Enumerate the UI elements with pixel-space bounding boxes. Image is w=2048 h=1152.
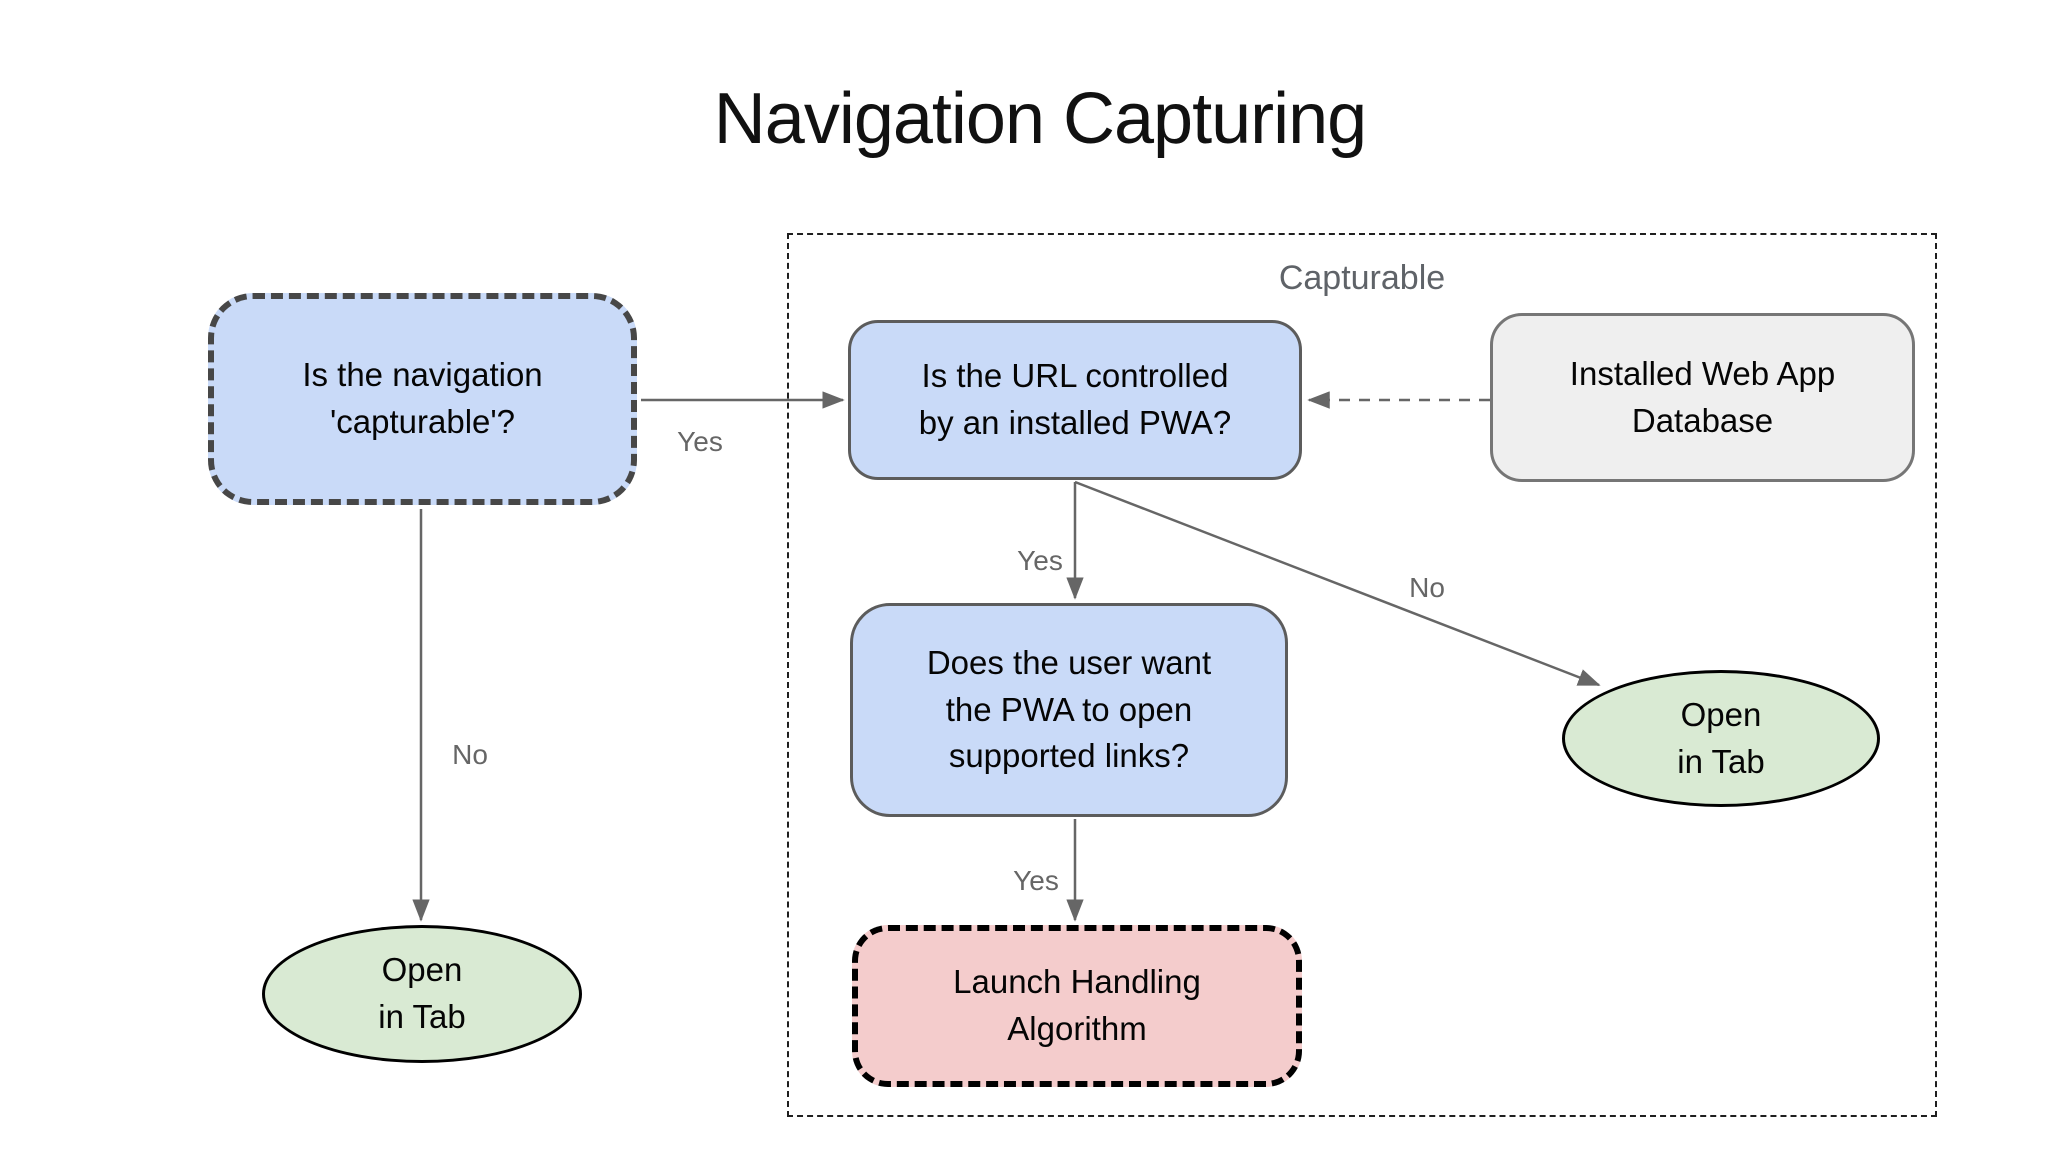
terminal-open-in-tab-right: Open in Tab	[1562, 670, 1880, 807]
node-is-navigation-capturable: Is the navigation 'capturable'?	[208, 293, 637, 505]
node-launch-handling-algorithm: Launch Handling Algorithm	[852, 925, 1302, 1087]
capturable-group-label: Capturable	[1278, 259, 1446, 297]
edge-label-nav-yes: Yes	[677, 426, 723, 457]
node-is-url-controlled-by-pwa: Is the URL controlled by an installed PW…	[848, 320, 1302, 480]
edge-label-does-yes: Yes	[1013, 865, 1059, 896]
edge-label-nav-no: No	[452, 739, 488, 770]
edge-label-url-no: No	[1409, 572, 1445, 603]
edge-label-url-yes: Yes	[1017, 545, 1063, 576]
capturable-group-outline: Capturable	[787, 233, 1937, 1117]
node-installed-web-app-database: Installed Web App Database	[1490, 313, 1915, 482]
terminal-open-in-tab-left: Open in Tab	[262, 925, 582, 1063]
node-does-user-want-supported-links: Does the user want the PWA to open suppo…	[850, 603, 1288, 817]
diagram-title: Navigation Capturing	[713, 79, 1367, 159]
